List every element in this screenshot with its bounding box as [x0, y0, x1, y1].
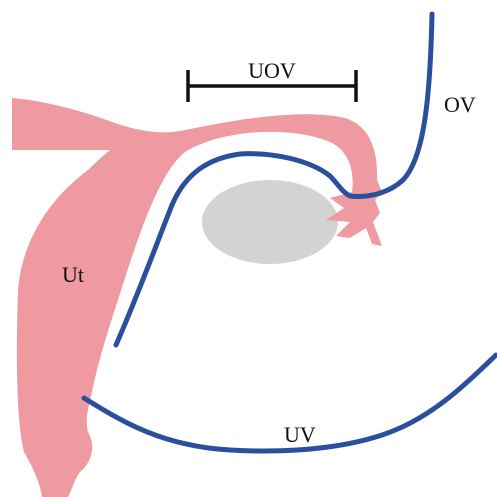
label-uov: UOV	[248, 58, 296, 83]
label-ov: OV	[444, 92, 476, 117]
uterus-shape	[12, 98, 382, 497]
ovary-shape	[202, 180, 338, 264]
label-uv: UV	[284, 422, 316, 447]
label-ut: Ut	[62, 262, 84, 287]
